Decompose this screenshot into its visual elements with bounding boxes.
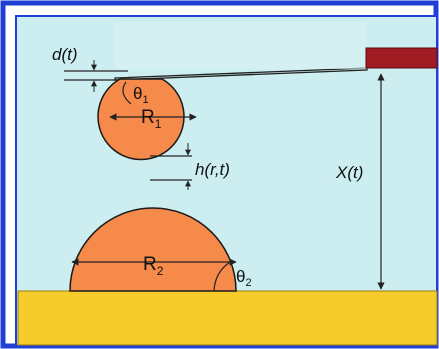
theta2-arc — [213, 261, 231, 292]
cantilever-tip — [365, 47, 438, 69]
cantilever-shadow — [115, 22, 367, 69]
cantilever-beam — [114, 67, 368, 81]
theta2-label: θ2 — [236, 267, 252, 289]
d-label: d(t) — [52, 45, 78, 64]
theta1-label: θ1 — [133, 84, 149, 106]
substrate — [17, 290, 438, 346]
theta1-arc — [122, 81, 132, 105]
R1-label: R1 — [141, 107, 162, 131]
X-label: X(t) — [335, 163, 363, 182]
h-label: h(r,t) — [195, 160, 230, 179]
R2-label: R2 — [143, 254, 164, 278]
